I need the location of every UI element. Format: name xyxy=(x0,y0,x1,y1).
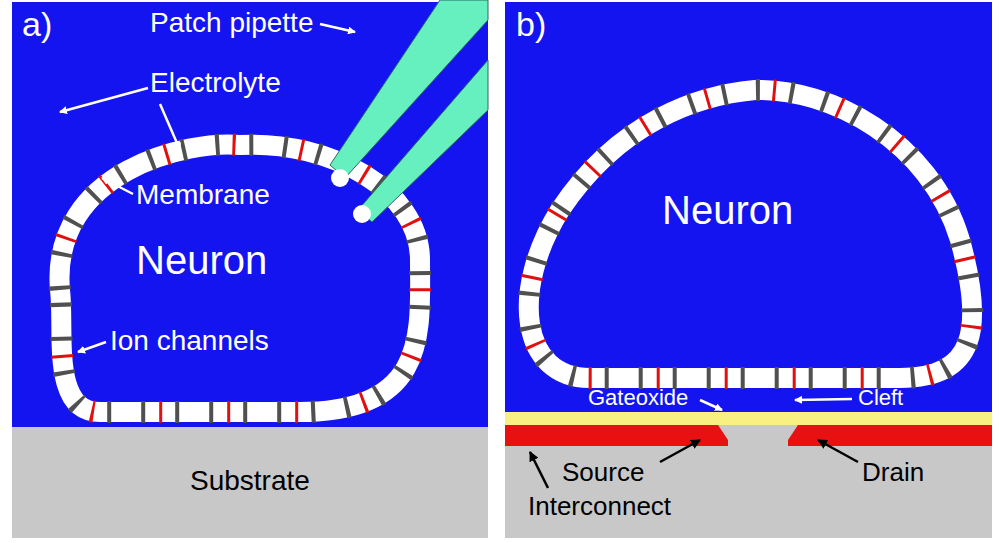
part-label: Patch pipette xyxy=(150,8,313,39)
part-label: Membrane xyxy=(136,180,270,211)
cell-label: Neuron xyxy=(136,238,267,282)
part-label: Ion channels xyxy=(110,326,269,357)
part-label: Source xyxy=(562,458,644,487)
panel-letter: b) xyxy=(516,6,546,43)
substrate xyxy=(505,414,992,538)
patch-pipette xyxy=(330,0,488,223)
leader-lines-a xyxy=(60,24,355,352)
substrate xyxy=(12,427,488,538)
cell-membrane xyxy=(59,144,420,412)
part-label: Electrolyte xyxy=(150,68,281,99)
leader-lines-c xyxy=(530,440,858,488)
panel-letter: a) xyxy=(22,6,52,43)
electrolyte-bath xyxy=(505,2,992,414)
cell-membrane xyxy=(529,90,973,378)
part-label: Substrate xyxy=(190,466,310,497)
drain-region xyxy=(788,425,992,446)
cell-label: Neuron xyxy=(662,188,793,232)
part-label: Interconnect xyxy=(528,492,671,521)
gate-oxide xyxy=(505,412,992,425)
part-label: Gateoxide xyxy=(588,386,688,410)
part-label: Drain xyxy=(862,458,924,487)
part-label: Cleft xyxy=(858,386,903,410)
leader-lines-b xyxy=(700,399,852,410)
